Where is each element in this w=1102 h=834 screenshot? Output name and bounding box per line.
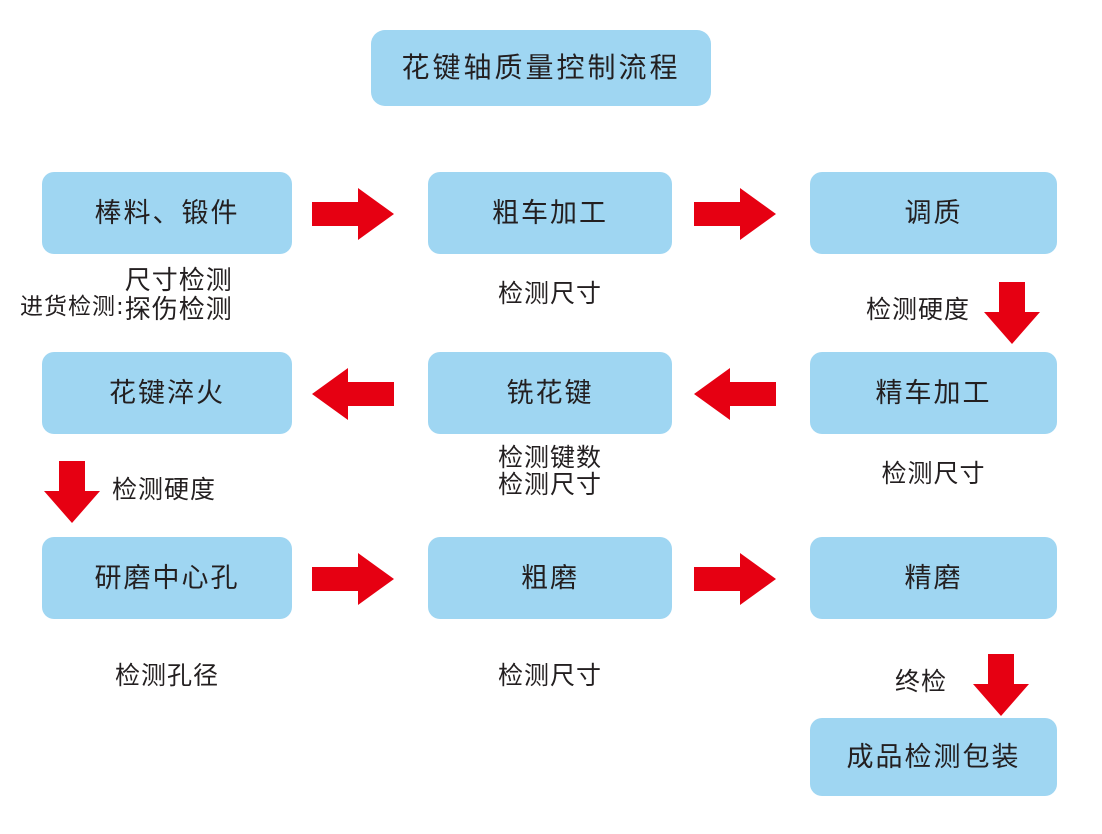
caption-spline-quenching: 检测硬度 (44, 458, 217, 523)
arrow-down-fine-grind-to-final-pack (973, 654, 1030, 716)
caption-raw-material: 进货检测: 尺寸检测 探伤检测 (20, 266, 233, 326)
node-fine-turning[interactable]: 精车加工 (810, 352, 1057, 434)
node-mill-spline[interactable]: 铣花键 (428, 352, 672, 434)
caption-raw-material-line-1: 尺寸检测 (124, 266, 233, 296)
caption-mill-spline: 检测键数 检测尺寸 (428, 444, 672, 498)
caption-grind-center-hole-line-1: 检测孔径 (114, 661, 219, 690)
node-label-raw-material: 棒料、锻件 (94, 197, 240, 229)
node-label-fine-turning: 精车加工 (875, 377, 992, 409)
caption-mill-spline-line-2: 检测尺寸 (497, 470, 602, 499)
node-fine-grinding[interactable]: 精磨 (810, 537, 1057, 619)
caption-rough-turning-line-1: 检测尺寸 (497, 279, 602, 308)
node-grind-center-hole[interactable]: 研磨中心孔 (42, 537, 292, 619)
arrow-right-rough-turn-to-temper (694, 188, 776, 240)
node-label-spline-quenching: 花键淬火 (109, 377, 225, 409)
arrow-right-raw-to-rough-turn (312, 188, 394, 240)
node-quench-temper[interactable]: 调质 (810, 172, 1057, 254)
caption-rough-grinding-line-1: 检测尺寸 (497, 661, 602, 690)
arrow-left-fine-turn-to-mill (694, 368, 776, 420)
arrow-right-rough-grind-to-fine-grind (694, 553, 776, 605)
flowchart-title-node: 花键轴质量控制流程 (371, 30, 711, 106)
arrow-down-temper-to-fine-turn (984, 282, 1041, 344)
caption-mill-spline-line-1: 检测键数 (497, 443, 602, 472)
caption-raw-material-line-2: 探伤检测 (124, 295, 233, 326)
caption-fine-grinding: 终检 (895, 650, 1030, 716)
node-label-rough-grinding: 粗磨 (521, 562, 579, 594)
node-final-inspection-packaging[interactable]: 成品检测包装 (810, 718, 1057, 796)
caption-spline-quenching-line-1: 检测硬度 (112, 474, 217, 504)
arrow-down-quench-to-grind-hole (44, 461, 100, 523)
node-rough-grinding[interactable]: 粗磨 (428, 537, 672, 619)
caption-fine-turning: 检测尺寸 (810, 460, 1057, 487)
node-label-mill-spline: 铣花键 (506, 377, 594, 409)
caption-raw-material-lead: 进货检测: (20, 294, 125, 321)
node-label-fine-grinding: 精磨 (904, 562, 963, 594)
node-spline-quenching[interactable]: 花键淬火 (42, 352, 292, 434)
node-raw-material[interactable]: 棒料、锻件 (42, 172, 292, 254)
caption-grind-center-hole: 检测孔径 (42, 662, 292, 689)
caption-rough-grinding: 检测尺寸 (428, 662, 672, 689)
page-title: 花键轴质量控制流程 (401, 51, 681, 84)
caption-fine-grinding-line-1: 终检 (895, 666, 948, 696)
caption-fine-turning-line-1: 检测尺寸 (881, 459, 986, 488)
arrow-right-grind-hole-to-rough-grind (312, 553, 394, 605)
caption-raw-material-lines: 尺寸检测 探伤检测 (124, 266, 233, 326)
node-label-grind-center-hole: 研磨中心孔 (94, 562, 240, 594)
node-rough-turning[interactable]: 粗车加工 (428, 172, 672, 254)
caption-quench-temper: 检测硬度 (866, 278, 1041, 344)
arrow-left-mill-to-quench (312, 368, 394, 420)
node-label-final-inspection-packaging: 成品检测包装 (846, 741, 1021, 773)
caption-rough-turning: 检测尺寸 (428, 280, 672, 307)
node-label-rough-turning: 粗车加工 (492, 197, 608, 229)
node-label-quench-temper: 调质 (904, 197, 963, 229)
caption-quench-temper-line-1: 检测硬度 (866, 294, 971, 324)
